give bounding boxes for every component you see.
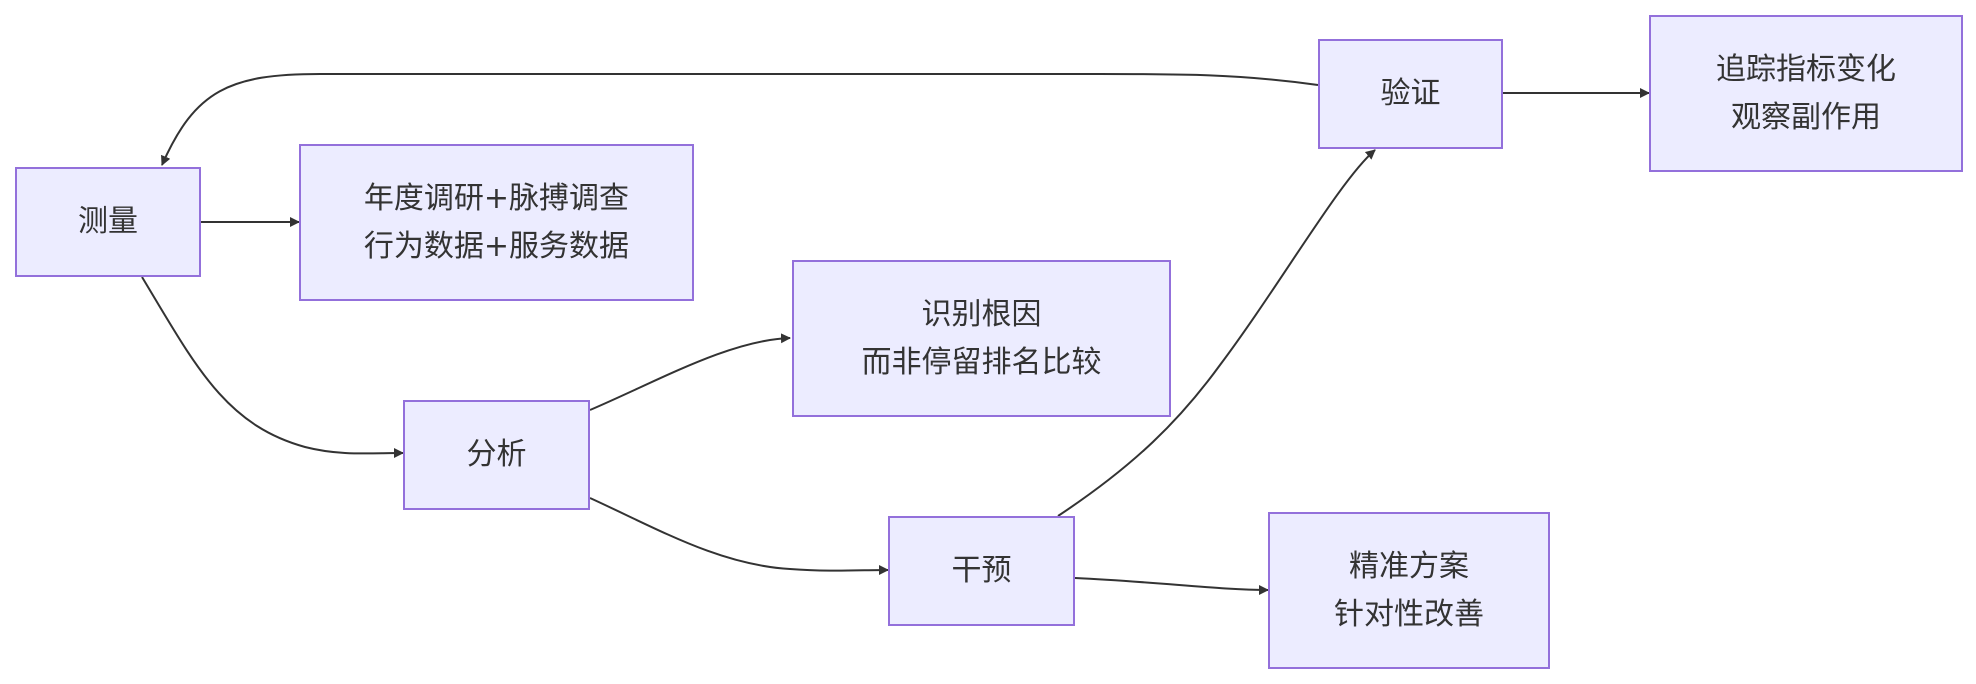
node-text-line: 追踪指标变化 <box>1716 51 1896 87</box>
node-verify[interactable]: 验证 <box>1318 39 1503 149</box>
node-measure-detail[interactable]: 年度调研+脉搏调查行为数据+服务数据 <box>299 144 694 301</box>
node-text-line: 针对性改善 <box>1334 596 1484 632</box>
edge-intervene-to-verify <box>1057 149 1376 517</box>
node-verify-detail[interactable]: 追踪指标变化观察副作用 <box>1649 15 1963 172</box>
edge-intervene-to-intervene-detail <box>1074 577 1269 595</box>
node-text-line: 观察副作用 <box>1731 99 1881 135</box>
node-verify-detail-label: 追踪指标变化观察副作用 <box>1716 46 1896 142</box>
node-measure[interactable]: 测量 <box>15 167 201 277</box>
node-text-line: 测量 <box>78 204 138 239</box>
node-text-line: 而非停留排名比较 <box>861 344 1102 380</box>
node-text-line: 精准方案 <box>1349 548 1469 584</box>
node-analyze-detail[interactable]: 识别根因而非停留排名比较 <box>792 260 1171 417</box>
node-verify-label: 验证 <box>1381 70 1441 118</box>
node-intervene[interactable]: 干预 <box>888 516 1075 626</box>
node-text-line: 年度调研+脉搏调查 <box>363 180 630 216</box>
node-analyze-detail-label: 识别根因而非停留排名比较 <box>862 291 1102 387</box>
node-measure-label: 测量 <box>78 198 138 246</box>
node-intervene-label: 干预 <box>952 547 1012 595</box>
node-text-line: 行为数据+服务数据 <box>363 228 630 264</box>
edge-measure-to-analyze <box>141 276 404 459</box>
node-text-line: 干预 <box>951 553 1012 588</box>
node-text-line: 验证 <box>1380 76 1441 111</box>
node-intervene-detail-label: 精准方案针对性改善 <box>1334 543 1484 639</box>
edge-analyze-to-analyze-detail <box>589 333 791 411</box>
node-text-line: 分析 <box>466 437 527 472</box>
edge-verify-to-measure <box>161 73 1319 166</box>
node-analyze[interactable]: 分析 <box>403 400 590 510</box>
node-measure-detail-label: 年度调研+脉搏调查行为数据+服务数据 <box>364 175 629 271</box>
node-text-line: 识别根因 <box>921 296 1042 332</box>
edge-analyze-to-intervene <box>589 497 889 576</box>
node-analyze-label: 分析 <box>467 431 527 479</box>
node-intervene-detail[interactable]: 精准方案针对性改善 <box>1268 512 1550 669</box>
